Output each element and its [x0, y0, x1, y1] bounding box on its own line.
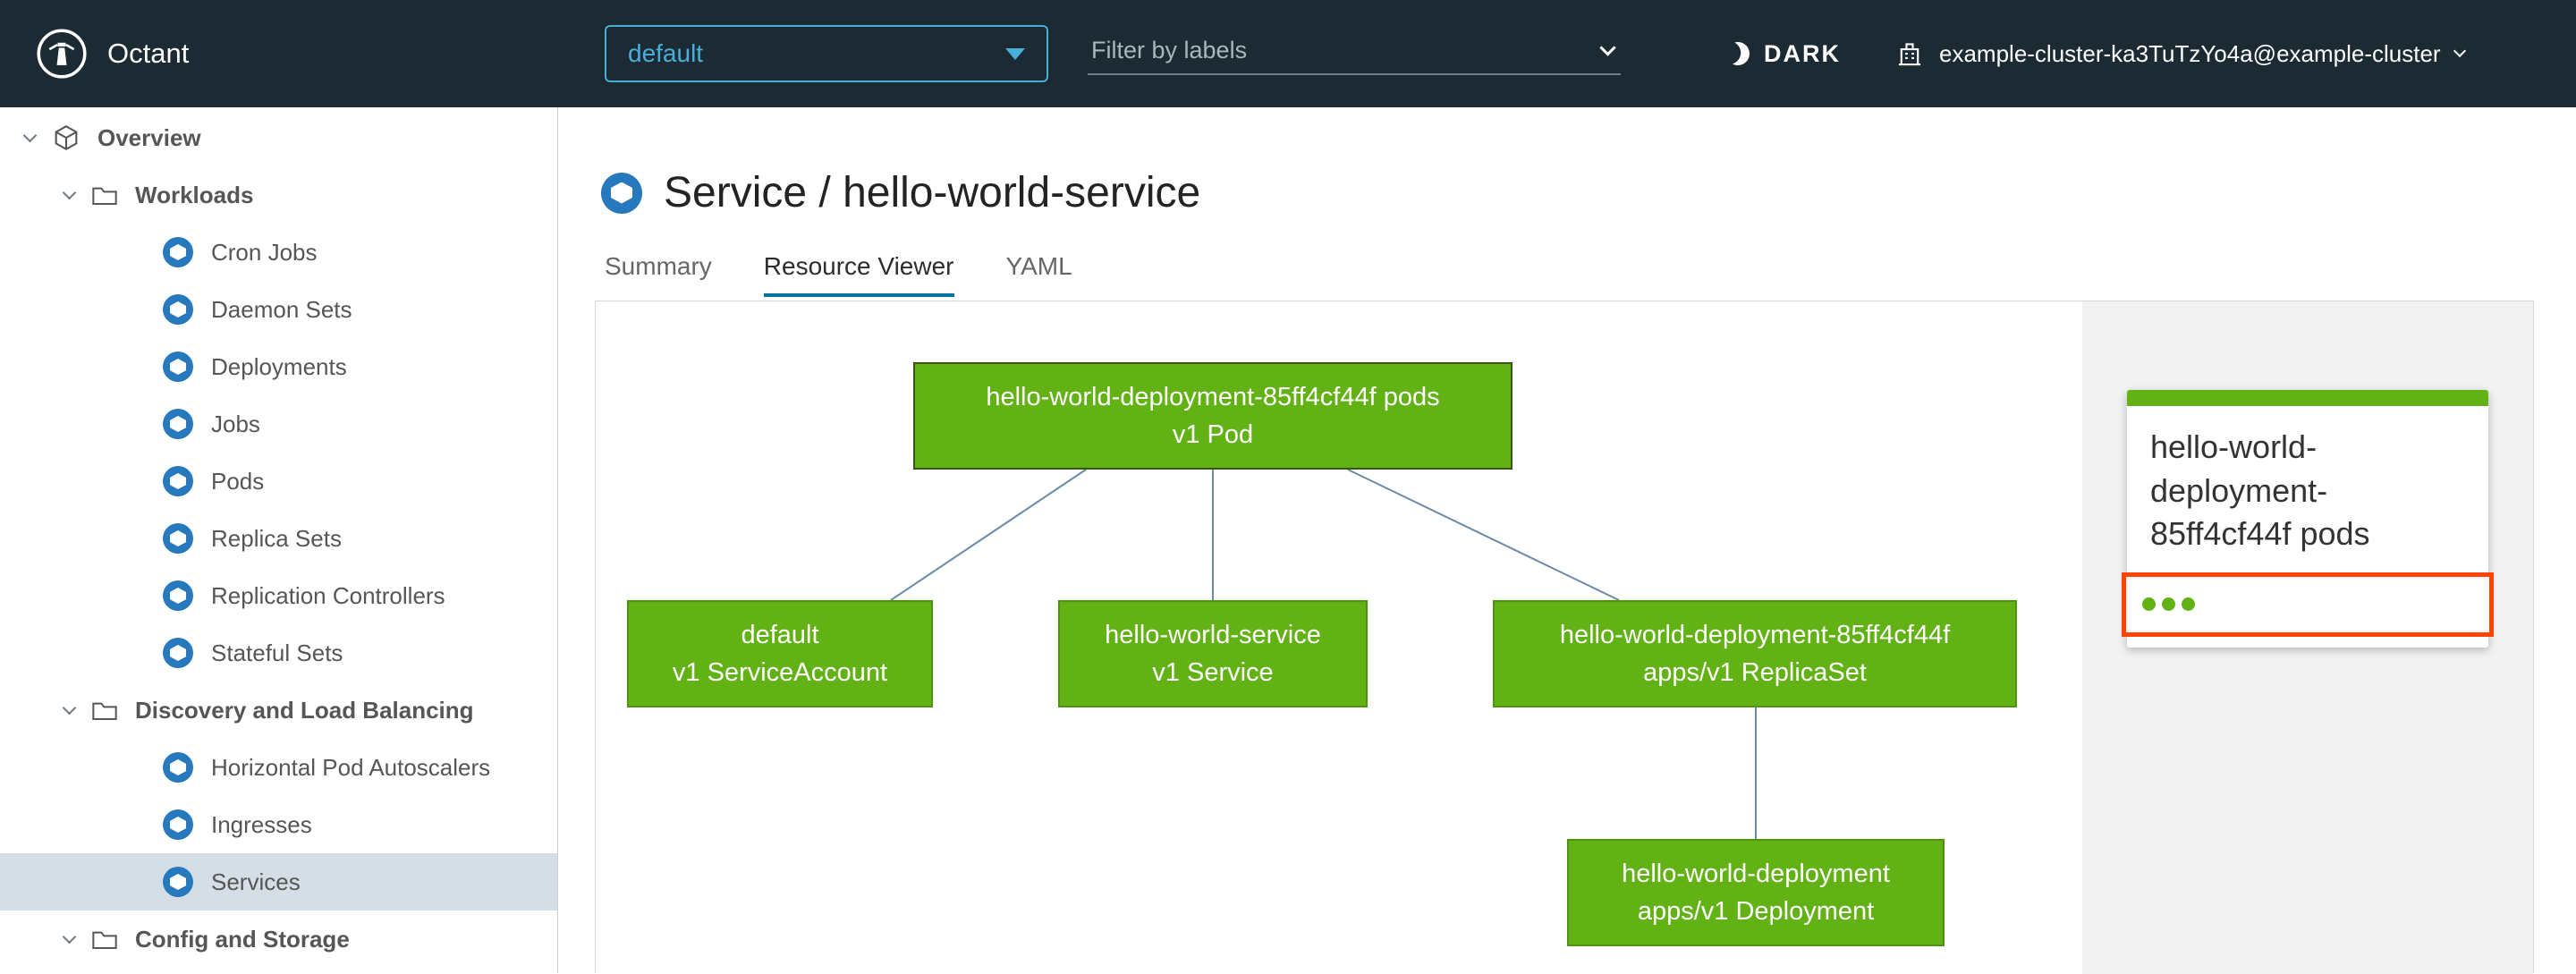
- detail-side-panel: hello-world-deployment-85ff4cf44f pods: [2082, 301, 2533, 974]
- sidebar-item-overview[interactable]: Overview: [0, 109, 557, 166]
- sidebar-item-horizontal-pod-autoscalers[interactable]: Horizontal Pod Autoscalers: [0, 739, 557, 796]
- sidebar-item-deployments[interactable]: Deployments: [0, 338, 557, 395]
- card-status-bar: [2127, 390, 2488, 406]
- tab-summary[interactable]: Summary: [605, 252, 712, 280]
- sidebar-item-label: Horizontal Pod Autoscalers: [211, 753, 491, 781]
- dropdown-caret-icon: [1005, 47, 1025, 60]
- chevron-down-icon[interactable]: [62, 185, 77, 199]
- page-title-text: Service / hello-world-service: [664, 169, 1201, 216]
- jobs-icon: [163, 409, 193, 439]
- pods-icon: [163, 466, 193, 496]
- cluster-icon: [1894, 38, 1925, 69]
- graph-node-deployment[interactable]: hello-world-deployment apps/v1 Deploymen…: [1567, 839, 1945, 946]
- moon-icon: [1724, 39, 1753, 69]
- filter-input[interactable]: [1089, 35, 1602, 65]
- sidebar-item-services[interactable]: Services: [0, 853, 557, 910]
- sidebar-group-discovery-and-load-balancing[interactable]: Discovery and Load Balancing: [0, 682, 557, 739]
- sidebar-item-replication-controllers[interactable]: Replication Controllers: [0, 567, 557, 624]
- octant-logo-icon: [36, 28, 88, 80]
- theme-toggle-label: DARK: [1764, 39, 1841, 67]
- node-sublabel: v1 Service: [1152, 658, 1274, 687]
- tab-bar: Summary Resource Viewer YAML: [605, 252, 1072, 297]
- chevron-down-icon[interactable]: [22, 128, 38, 142]
- sidebar-item-label: Config and Storage: [135, 925, 350, 953]
- theme-toggle[interactable]: DARK: [1726, 34, 1841, 73]
- pod-status-dot: [2162, 597, 2175, 612]
- node-label: default: [741, 620, 819, 649]
- sidebar-item-pods[interactable]: Pods: [0, 453, 557, 510]
- node-label: hello-world-service: [1105, 620, 1321, 649]
- sidebar-group-workloads[interactable]: Workloads: [0, 166, 557, 224]
- namespace-dropdown-value: default: [628, 39, 704, 67]
- ingresses-icon: [163, 809, 193, 840]
- namespace-dropdown[interactable]: default: [605, 25, 1048, 82]
- cluster-name: example-cluster-ka3TuTzYo4a@example-clus…: [1939, 39, 2441, 67]
- sidebar-item-label: Overview: [97, 123, 201, 151]
- node-sublabel: apps/v1 ReplicaSet: [1643, 658, 1867, 687]
- overview-icon: [51, 123, 81, 153]
- resource-detail-card[interactable]: hello-world-deployment-85ff4cf44f pods: [2122, 390, 2494, 648]
- sidebar-item-label: Stateful Sets: [211, 639, 343, 666]
- node-sublabel: v1 ServiceAccount: [672, 658, 888, 687]
- graph-node-replicaset[interactable]: hello-world-deployment-85ff4cf44f apps/v…: [1493, 600, 2017, 707]
- stateful-sets-icon: [163, 638, 193, 668]
- cron-jobs-icon: [163, 237, 193, 267]
- sidebar-item-label: Pods: [211, 467, 265, 495]
- cluster-selector[interactable]: example-cluster-ka3TuTzYo4a@example-clus…: [1894, 34, 2466, 73]
- graph-node-pod[interactable]: hello-world-deployment-85ff4cf44f pods v…: [913, 362, 1513, 470]
- tab-yaml[interactable]: YAML: [1005, 252, 1072, 280]
- sidebar-item-label: Daemon Sets: [211, 295, 352, 323]
- sidebar-item-label: Ingresses: [211, 810, 312, 838]
- sidebar-item-label: Services: [211, 868, 301, 895]
- folder-icon: [90, 925, 119, 953]
- sidebar-item-replica-sets[interactable]: Replica Sets: [0, 510, 557, 567]
- services-icon: [163, 867, 193, 897]
- pod-status-dot: [2142, 597, 2156, 612]
- sidebar-item-label: Discovery and Load Balancing: [135, 696, 474, 724]
- header: Octant default DARK example-cluster-ka3T…: [0, 0, 2576, 107]
- tab-resource-viewer[interactable]: Resource Viewer: [763, 252, 954, 297]
- daemon-sets-icon: [163, 294, 193, 325]
- folder-icon: [90, 181, 119, 209]
- sidebar-group-config-and-storage[interactable]: Config and Storage: [0, 910, 557, 968]
- sidebar-item-label: Deployments: [211, 352, 347, 380]
- sidebar-item-label: Replication Controllers: [211, 581, 445, 609]
- replication-controllers-icon: [163, 580, 193, 611]
- chevron-down-icon[interactable]: [1599, 38, 1616, 56]
- resource-viewer-graph: hello-world-deployment-85ff4cf44f pods v…: [595, 301, 2534, 974]
- pod-status-indicator[interactable]: [2122, 572, 2494, 637]
- node-label: hello-world-deployment-85ff4cf44f pods: [986, 382, 1440, 411]
- horizontal-pod-autoscalers-icon: [163, 752, 193, 783]
- sidebar-item-stateful-sets[interactable]: Stateful Sets: [0, 624, 557, 682]
- sidebar-item-label: Workloads: [135, 181, 254, 208]
- sidebar-item-daemon-sets[interactable]: Daemon Sets: [0, 281, 557, 338]
- node-sublabel: v1 Pod: [1172, 420, 1254, 449]
- page-title: Service / hello-world-service: [601, 168, 1200, 217]
- sidebar-item-label: Jobs: [211, 410, 260, 437]
- label-filter: [1088, 27, 1621, 75]
- service-resource-icon: [601, 172, 642, 214]
- graph-node-serviceaccount[interactable]: default v1 ServiceAccount: [627, 600, 933, 707]
- folder-icon: [90, 696, 119, 724]
- card-title: hello-world-deployment-85ff4cf44f pods: [2150, 428, 2370, 553]
- node-label: hello-world-deployment: [1622, 859, 1890, 888]
- sidebar-item-cron-jobs[interactable]: Cron Jobs: [0, 224, 557, 281]
- sidebar-item-label: Replica Sets: [211, 524, 342, 552]
- chevron-down-icon[interactable]: [62, 929, 77, 944]
- brand: Octant: [36, 0, 189, 107]
- node-label: hello-world-deployment-85ff4cf44f: [1559, 620, 1951, 649]
- node-sublabel: apps/v1 Deployment: [1637, 897, 1875, 926]
- graph-edges: [890, 469, 1757, 839]
- sidebar: Overview Workloads Cron Jobs Daemon Sets…: [0, 107, 558, 973]
- sidebar-item-ingresses[interactable]: Ingresses: [0, 796, 557, 853]
- chevron-down-icon: [2453, 44, 2466, 58]
- sidebar-item-label: Cron Jobs: [211, 238, 318, 266]
- app-title: Octant: [107, 38, 190, 69]
- deployments-icon: [163, 351, 193, 382]
- replica-sets-icon: [163, 523, 193, 554]
- graph-node-service[interactable]: hello-world-service v1 Service: [1058, 600, 1368, 707]
- chevron-down-icon[interactable]: [62, 700, 77, 715]
- sidebar-item-jobs[interactable]: Jobs: [0, 395, 557, 453]
- pod-status-dot: [2182, 597, 2195, 612]
